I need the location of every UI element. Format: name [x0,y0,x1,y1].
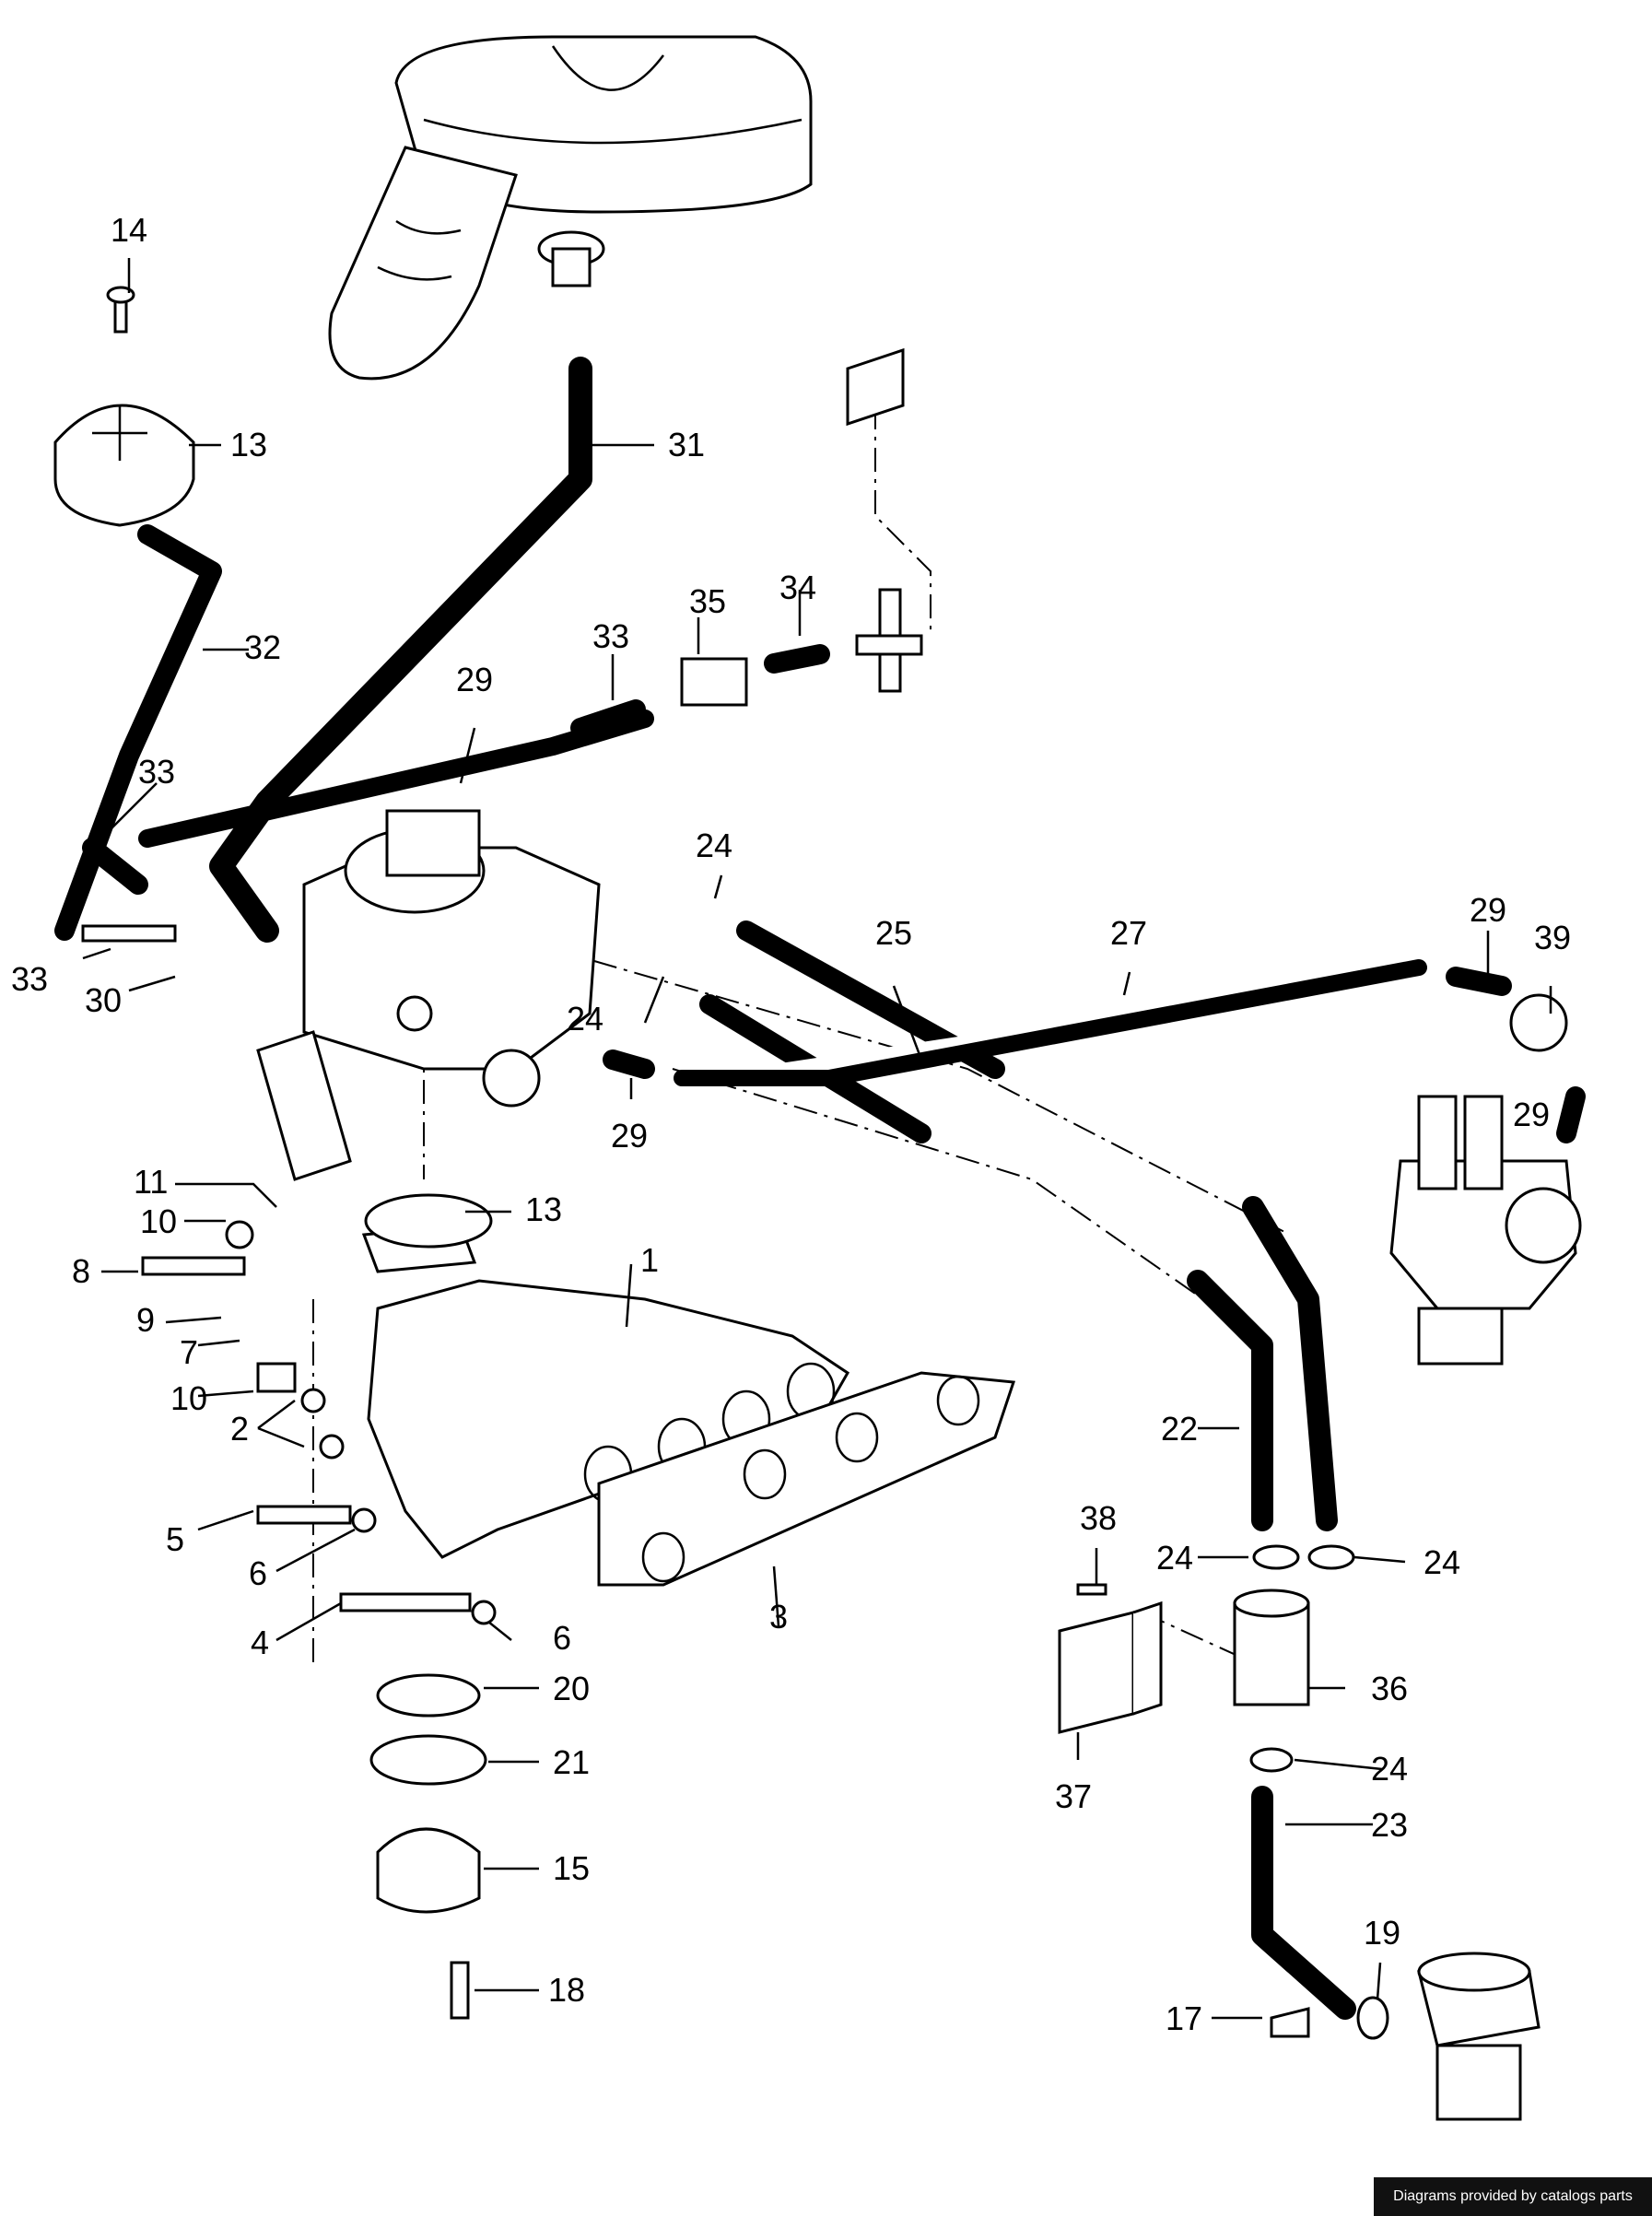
callout-label: 2 [230,1410,249,1448]
distributor [1389,993,1582,1366]
callout-label: 24 [1371,1750,1408,1788]
callout-label: 29 [611,1117,648,1155]
intake-manifold [361,1224,1016,1587]
callout-label: 25 [875,914,912,952]
carburetor [256,809,601,1181]
callout-label: 33 [138,753,175,791]
callout-label: 29 [456,661,493,698]
callout-label: 9 [136,1301,155,1339]
callout-label: 33 [592,617,629,655]
callout-label: 13 [525,1190,562,1228]
callout-label: 18 [548,1971,585,2009]
callout-label: 5 [166,1520,184,1558]
callout-label: 13 [230,426,267,463]
callout-label: 14 [111,211,147,249]
callout-label: 20 [553,1670,590,1707]
callout-label: 11 [134,1163,168,1201]
air-cleaner [328,35,813,381]
callout-label: 24 [696,827,732,864]
credit-banner: Diagrams provided by catalogs parts [1374,2177,1652,2216]
callout-label: 36 [1371,1670,1408,1707]
callout-label: 17 [1166,1999,1202,2037]
callout-label: 33 [11,960,48,998]
callout-label: 21 [553,1743,590,1781]
hoses [54,357,1586,2020]
callout-label: 7 [180,1333,198,1371]
callout-label: 4 [251,1624,269,1661]
fuel-system [1058,1544,1541,2121]
callout-label: 35 [689,582,726,620]
callout-label: 1 [640,1241,659,1279]
callout-label: 31 [668,426,705,463]
callout-label: 23 [1371,1806,1408,1844]
callout-label: 30 [85,981,122,1019]
callout-labels: 14 13 31 32 33 33 30 29 33 35 34 24 24 2… [11,211,1571,2037]
callout-label: 8 [72,1252,90,1290]
callout-label: 27 [1110,914,1147,952]
callout-label: 6 [553,1619,571,1657]
callout-label: 15 [553,1849,590,1887]
callout-label: 10 [170,1379,207,1417]
callout-label: 37 [1055,1777,1092,1815]
callout-label: 34 [779,569,816,606]
callout-label: 32 [244,628,281,666]
callout-label: 22 [1161,1410,1198,1448]
callout-label: 3 [769,1598,788,1636]
callout-label: 39 [1534,919,1571,956]
callout-label: 6 [249,1554,267,1592]
callout-label: 24 [567,1000,603,1038]
callout-label: 19 [1364,1914,1400,1952]
leader-lines [82,258,1576,2020]
vacuum-reservoir [53,286,195,527]
callout-label: 24 [1424,1543,1460,1581]
callout-label: 24 [1156,1539,1193,1577]
callout-label: 10 [140,1202,177,1240]
fasteners [141,1193,1389,2040]
callout-label: 38 [1080,1499,1117,1537]
fittings [81,347,923,943]
dashed-leaders [312,405,1291,1668]
callout-label: 29 [1470,891,1506,929]
callout-label: 29 [1513,1096,1550,1133]
